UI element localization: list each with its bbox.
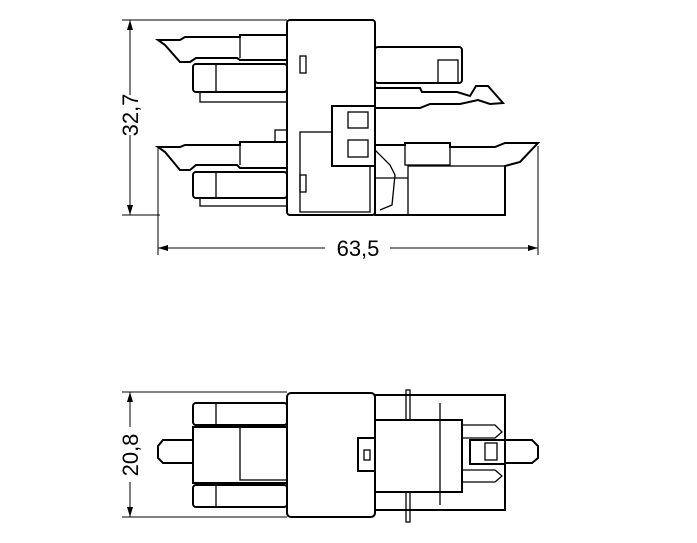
left-plug-bottom (192, 484, 288, 508)
left-plug-top (192, 402, 288, 426)
side-view: 32,7 63,5 (118, 19, 541, 261)
dimension-label-width: 20,8 (118, 434, 143, 477)
right-tab (504, 439, 539, 464)
right-plug (374, 419, 463, 493)
left-tab (157, 439, 194, 464)
lower-left-contact (154, 141, 288, 171)
upper-left-contact (154, 34, 288, 63)
lower-right-housing (374, 142, 541, 216)
upper-left-plug (192, 63, 288, 93)
dimension-label-height: 32,7 (118, 94, 143, 137)
top-view: 20,8 (118, 389, 539, 523)
body-slot (299, 174, 307, 193)
latch-window (347, 111, 369, 129)
latch-window (347, 139, 369, 158)
upper-right-contact (374, 85, 506, 109)
body-latch-top (357, 437, 376, 472)
lower-right-box (407, 165, 506, 216)
right-latch-window (484, 442, 498, 461)
dimension-label-length: 63,5 (337, 236, 380, 261)
body-slot (299, 55, 307, 74)
upper-right-plug (374, 46, 463, 84)
lower-left-plug (192, 171, 288, 199)
